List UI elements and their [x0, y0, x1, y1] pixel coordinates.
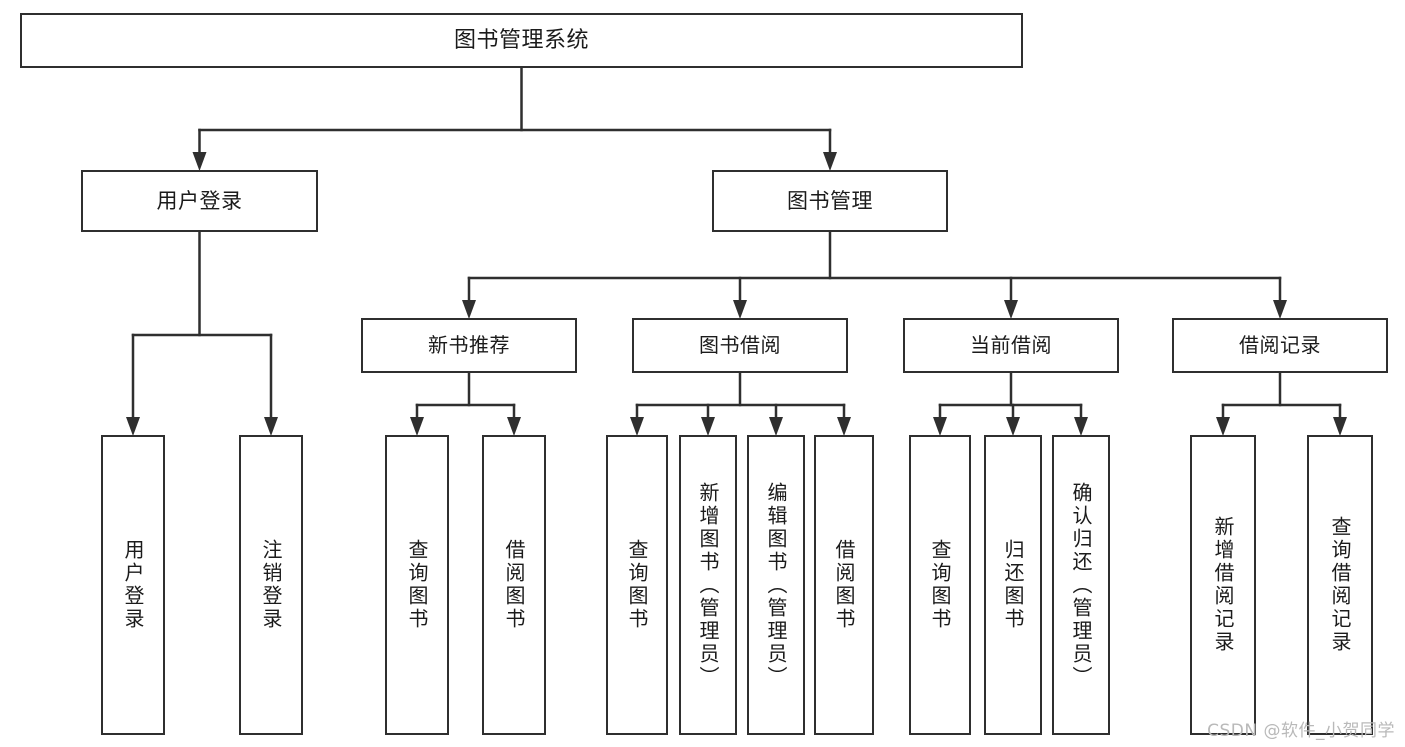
node-leaf-return-book[interactable]: 归还图书: [984, 435, 1042, 735]
node-label-leaf-confirm-return: 确认归还（管理员）: [1069, 481, 1093, 689]
node-leaf-user-login[interactable]: 用户登录: [101, 435, 165, 735]
node-label-leaf-query-book-3: 查询图书: [928, 539, 952, 631]
node-label-leaf-return-book: 归还图书: [1001, 539, 1025, 631]
node-leaf-confirm-return[interactable]: 确认归还（管理员）: [1052, 435, 1110, 735]
node-label-new-book-recommendation: 新书推荐: [428, 332, 510, 357]
node-label-current-borrow: 当前借阅: [970, 332, 1052, 357]
node-leaf-borrow-book-1[interactable]: 借阅图书: [482, 435, 546, 735]
node-user-login[interactable]: 用户登录: [81, 170, 318, 232]
node-label-leaf-borrow-book-2: 借阅图书: [832, 539, 856, 631]
node-label-book-borrow: 图书借阅: [699, 332, 781, 357]
node-leaf-borrow-book-2[interactable]: 借阅图书: [814, 435, 874, 735]
node-book-management[interactable]: 图书管理: [712, 170, 948, 232]
node-current-borrow[interactable]: 当前借阅: [903, 318, 1119, 373]
node-leaf-query-book-1[interactable]: 查询图书: [385, 435, 449, 735]
node-label-leaf-add-borrow-record: 新增借阅记录: [1211, 516, 1235, 654]
node-leaf-query-book-2[interactable]: 查询图书: [606, 435, 668, 735]
watermark: CSDN @软件_小贺同学: [1207, 721, 1395, 741]
node-label-leaf-borrow-book-1: 借阅图书: [502, 539, 526, 631]
node-label-leaf-edit-book: 编辑图书（管理员）: [764, 481, 788, 689]
node-label-leaf-logout: 注销登录: [259, 539, 283, 631]
node-leaf-query-book-3[interactable]: 查询图书: [909, 435, 971, 735]
node-label-leaf-user-login: 用户登录: [121, 539, 145, 631]
node-label-book-management: 图书管理: [787, 188, 873, 213]
node-label-leaf-query-borrow-record: 查询借阅记录: [1328, 516, 1352, 654]
node-label-borrow-record: 借阅记录: [1239, 332, 1321, 357]
node-label-leaf-add-book: 新增图书（管理员）: [696, 481, 720, 689]
node-root[interactable]: 图书管理系统: [20, 13, 1023, 68]
node-new-book-recommendation[interactable]: 新书推荐: [361, 318, 577, 373]
node-leaf-logout[interactable]: 注销登录: [239, 435, 303, 735]
node-book-borrow[interactable]: 图书借阅: [632, 318, 848, 373]
node-borrow-record[interactable]: 借阅记录: [1172, 318, 1388, 373]
node-label-leaf-query-book-2: 查询图书: [625, 539, 649, 631]
node-leaf-add-book[interactable]: 新增图书（管理员）: [679, 435, 737, 735]
node-label-root: 图书管理系统: [453, 27, 589, 53]
node-leaf-edit-book[interactable]: 编辑图书（管理员）: [747, 435, 805, 735]
node-leaf-query-borrow-record[interactable]: 查询借阅记录: [1307, 435, 1373, 735]
node-label-user-login: 用户登录: [156, 188, 243, 213]
node-label-leaf-query-book-1: 查询图书: [405, 539, 429, 631]
node-leaf-add-borrow-record[interactable]: 新增借阅记录: [1190, 435, 1256, 735]
